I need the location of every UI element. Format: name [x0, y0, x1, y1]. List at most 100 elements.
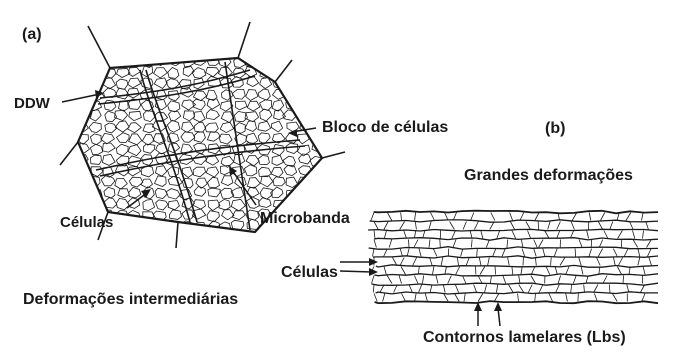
cell [181, 132, 195, 143]
cell-wall [481, 231, 483, 239]
panel-a-tag: (a) [22, 27, 42, 43]
cell [156, 200, 168, 210]
cell-wall [612, 294, 617, 302]
cell [115, 233, 127, 243]
cell-wall [509, 285, 514, 293]
cell [260, 188, 272, 199]
cell [194, 112, 206, 123]
cell-wall [429, 222, 431, 230]
cell [272, 155, 283, 165]
cell-wall [512, 231, 516, 239]
cell-wall [455, 285, 458, 293]
cell-wall [419, 249, 421, 257]
cell [101, 133, 114, 144]
cell [128, 145, 141, 156]
cell-wall [519, 285, 524, 293]
cell-wall [579, 240, 582, 248]
cell [169, 232, 181, 243]
lamellar-boundary [369, 247, 658, 250]
cell [129, 221, 140, 232]
cell [90, 134, 101, 145]
cell [168, 68, 179, 79]
cell [219, 134, 232, 144]
cell-wall [419, 285, 422, 293]
cell-wall [374, 231, 375, 239]
cell [115, 55, 128, 66]
cell-wall [478, 294, 483, 302]
cell-wall [556, 285, 560, 293]
cell [115, 178, 128, 189]
cell [206, 67, 219, 76]
cell [129, 187, 141, 198]
cell [298, 112, 310, 122]
cell-wall [415, 294, 417, 302]
cell-wall [630, 222, 634, 230]
cell-wall [443, 285, 445, 293]
cell-wall [374, 240, 376, 248]
cell [208, 200, 220, 211]
lamellar-boundary [375, 301, 658, 303]
cell-wall [399, 276, 401, 284]
cell [62, 134, 74, 144]
cell [260, 100, 272, 111]
cell [195, 44, 206, 53]
cell [77, 67, 90, 77]
label-bloco-de-celulas: Bloco de células [322, 120, 448, 136]
lamellar-boundary [374, 274, 658, 277]
cell-wall [507, 240, 508, 248]
cell-wall [546, 267, 550, 275]
lamellar-boundary [370, 220, 658, 222]
cell [284, 199, 295, 207]
cell-wall [444, 294, 449, 302]
cell [271, 234, 282, 244]
cell-wall [387, 213, 391, 221]
cell [260, 109, 272, 121]
cell-wall [526, 222, 531, 230]
cell [129, 134, 142, 145]
cell [207, 132, 220, 142]
cell [128, 78, 141, 88]
cell [168, 201, 179, 210]
cell [205, 123, 218, 132]
cell-wall [413, 258, 417, 266]
cell [192, 68, 206, 79]
cell [245, 121, 257, 132]
cell-wall [566, 267, 570, 275]
cell [114, 222, 128, 232]
cell [286, 144, 298, 154]
cell-wall [531, 276, 536, 284]
cell [64, 200, 76, 210]
cell [182, 122, 194, 133]
cell [271, 167, 283, 177]
cell [207, 211, 219, 222]
cell [90, 197, 100, 208]
cell [141, 179, 153, 188]
cell [247, 101, 260, 111]
label-ddw: DDW [14, 96, 50, 111]
cell [77, 44, 90, 55]
cell [130, 234, 141, 243]
cell [193, 200, 205, 209]
cell-wall [373, 285, 374, 293]
cell-wall [486, 240, 489, 248]
cell-wall [617, 267, 621, 275]
cell [259, 44, 271, 54]
cell [259, 167, 272, 176]
cell-wall [471, 240, 472, 248]
cell-wall [414, 276, 418, 284]
cell [232, 90, 245, 100]
cell-wall [456, 267, 460, 275]
cell [182, 45, 194, 57]
lamellar-boundary [376, 292, 658, 294]
cell [65, 165, 76, 176]
cell [207, 44, 220, 54]
cell [298, 68, 310, 78]
cell-wall [400, 222, 405, 230]
cell-wall [502, 249, 505, 257]
cell-wall [633, 231, 635, 239]
cell-wall [626, 213, 631, 221]
cell [192, 233, 206, 243]
cell [183, 111, 194, 121]
cell-wall [566, 294, 568, 302]
cell [286, 46, 299, 55]
